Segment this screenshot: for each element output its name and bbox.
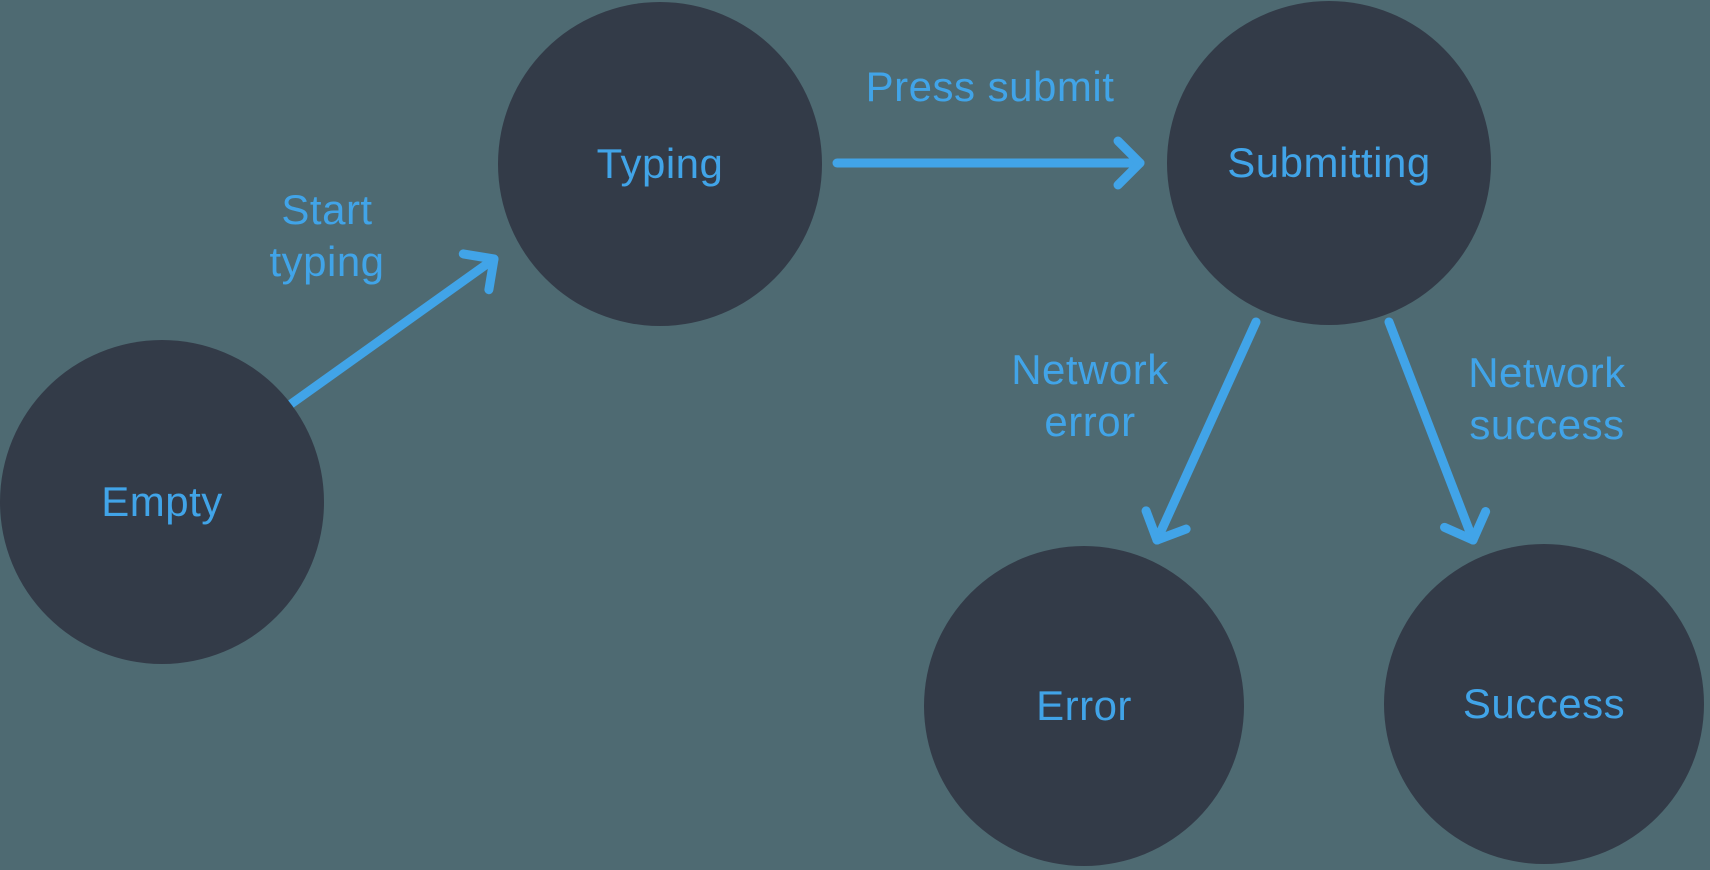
transition-label-line: error (1044, 398, 1136, 445)
state-label-typing: Typing (596, 140, 724, 187)
transition-label-network-error: Network error (1011, 344, 1169, 448)
transition-label-line: Start (281, 186, 373, 233)
transition-label-line: Network (1468, 349, 1626, 396)
transition-label-line: Network (1011, 346, 1169, 393)
transition-label-network-success: Network success (1468, 347, 1626, 451)
transition-label-start-typing: Start typing (269, 184, 384, 288)
state-node-success: Success (1384, 544, 1704, 864)
state-label-success: Success (1462, 680, 1626, 727)
transition-label-press-submit: Press submit (866, 61, 1115, 113)
state-node-error: Error (924, 546, 1244, 866)
state-label-empty: Empty (101, 478, 223, 525)
state-label-submitting: Submitting (1227, 139, 1431, 186)
state-node-submitting: Submitting (1167, 1, 1491, 325)
transition-label-line: typing (269, 238, 385, 285)
transition-label-line: success (1469, 401, 1625, 448)
state-label-error: Error (1036, 682, 1132, 729)
transition-arrow-network-success (1384, 317, 1491, 545)
transition-arrow-network-error (1141, 317, 1261, 545)
state-node-empty: Empty (0, 340, 324, 664)
transition-label-line: Press submit (865, 63, 1115, 110)
state-node-typing: Typing (498, 2, 822, 326)
